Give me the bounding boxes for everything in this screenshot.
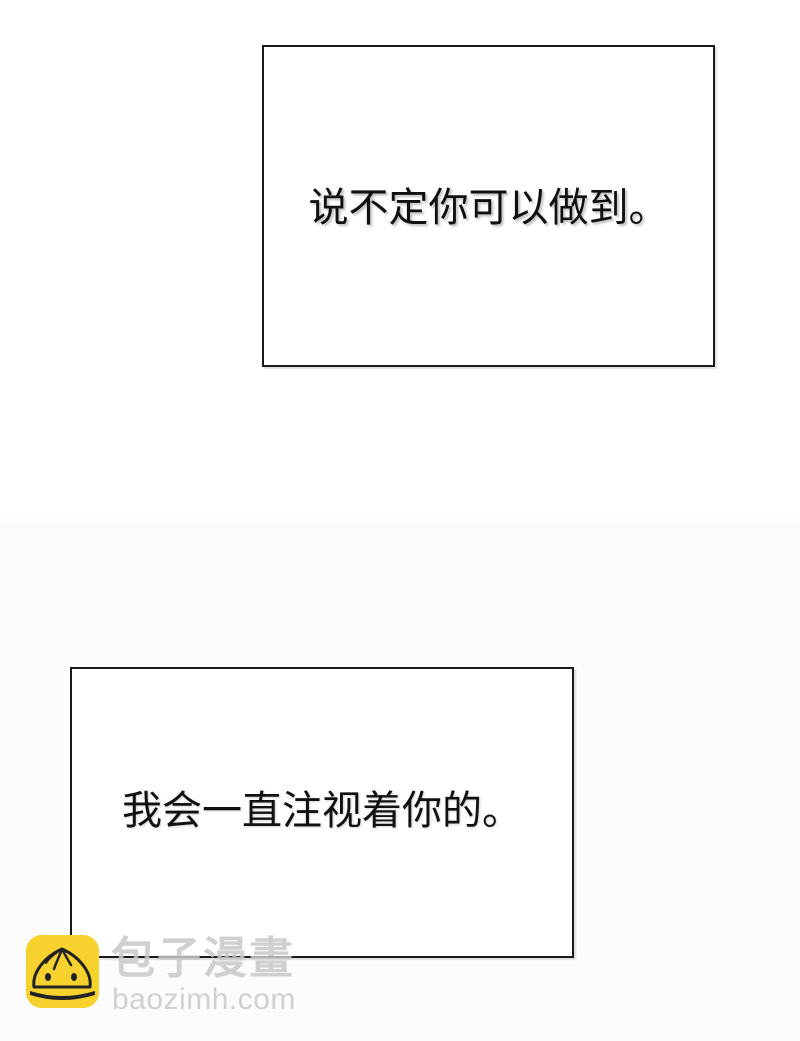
caption-box-2: 我会一直注视着你的。 — [70, 667, 574, 958]
watermark-title: 包子漫畫 — [111, 933, 295, 984]
caption-text-1: 说不定你可以做到。 — [308, 185, 669, 231]
caption-box-1: 说不定你可以做到。 — [262, 45, 715, 367]
watermark-url: baozimh.com — [112, 983, 296, 1016]
caption-text-2: 我会一直注视着你的。 — [122, 787, 522, 834]
steamed-bun-icon — [26, 935, 99, 1008]
watermark: 包子漫畫 baozimh.com — [26, 933, 316, 1016]
